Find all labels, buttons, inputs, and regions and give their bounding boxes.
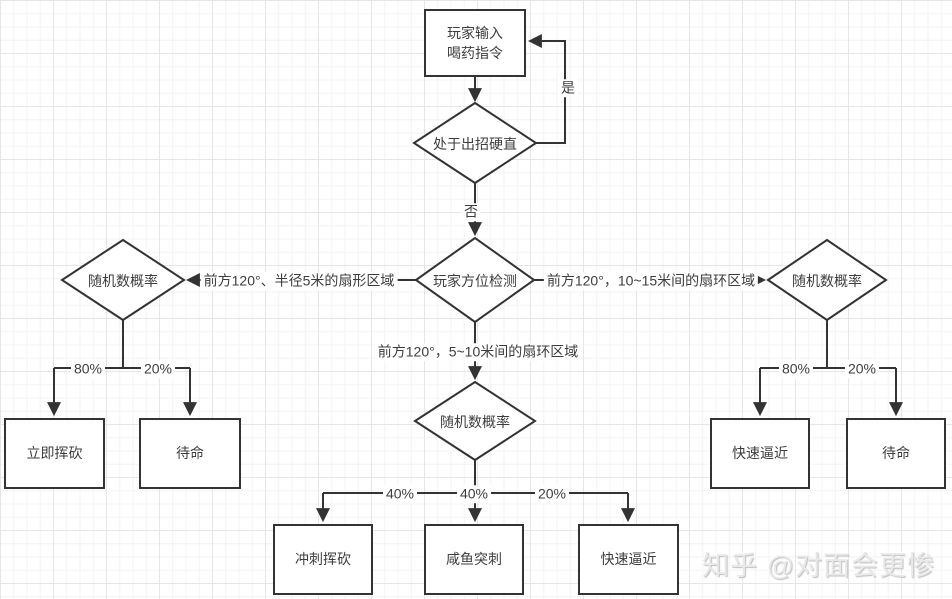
- node-approach-bottom: 快速逼近: [578, 524, 679, 595]
- decision-position-check-label: 玩家方位检测: [433, 273, 517, 289]
- edge-label-center-40-left: 40%: [382, 485, 418, 503]
- node-dash-slash: 冲刺挥砍: [273, 524, 373, 595]
- edge-label-right-80: 80%: [778, 360, 814, 378]
- edge-label-sector-left: 前方120°、半径5米的扇形区域: [200, 272, 398, 290]
- decision-random-center-shape: [413, 380, 537, 462]
- edge-label-no: 否: [461, 203, 481, 221]
- decision-position-check-shape: [414, 236, 536, 324]
- decision-stun-check-label: 处于出招硬直: [433, 136, 517, 152]
- edge-label-left-80: 80%: [70, 360, 106, 378]
- edge-label-center-40-mid: 40%: [456, 485, 492, 503]
- node-immediate-slash: 立即挥砍: [4, 418, 105, 489]
- edge-label-center-20: 20%: [534, 485, 570, 503]
- node-standby-left: 待命: [139, 418, 241, 489]
- decision-stun-check-shape: [412, 101, 538, 185]
- edge-label-yes: 是: [558, 79, 578, 97]
- decision-random-left-shape: [60, 238, 186, 322]
- node-approach-right: 快速逼近: [710, 418, 810, 489]
- decision-random-left-label: 随机数概率: [88, 273, 158, 289]
- edge-label-ring-center: 前方120°，5~10米间的扇环区域: [374, 343, 582, 361]
- node-standby-right: 待命: [846, 418, 946, 489]
- zhihu-watermark: 知乎 @对面会更惨: [702, 551, 935, 581]
- node-fish-thrust: 咸鱼突刺: [424, 524, 524, 595]
- edge-label-left-20: 20%: [140, 360, 176, 378]
- edge-label-ring-right: 前方120°，10~15米间的扇环区域: [543, 272, 759, 290]
- decision-random-right-label: 随机数概率: [792, 273, 862, 289]
- decision-random-center-label: 随机数概率: [440, 414, 510, 430]
- node-start: 玩家输入 喝药指令: [424, 9, 526, 77]
- edge-label-right-20: 20%: [844, 360, 880, 378]
- decision-random-right-shape: [766, 238, 888, 322]
